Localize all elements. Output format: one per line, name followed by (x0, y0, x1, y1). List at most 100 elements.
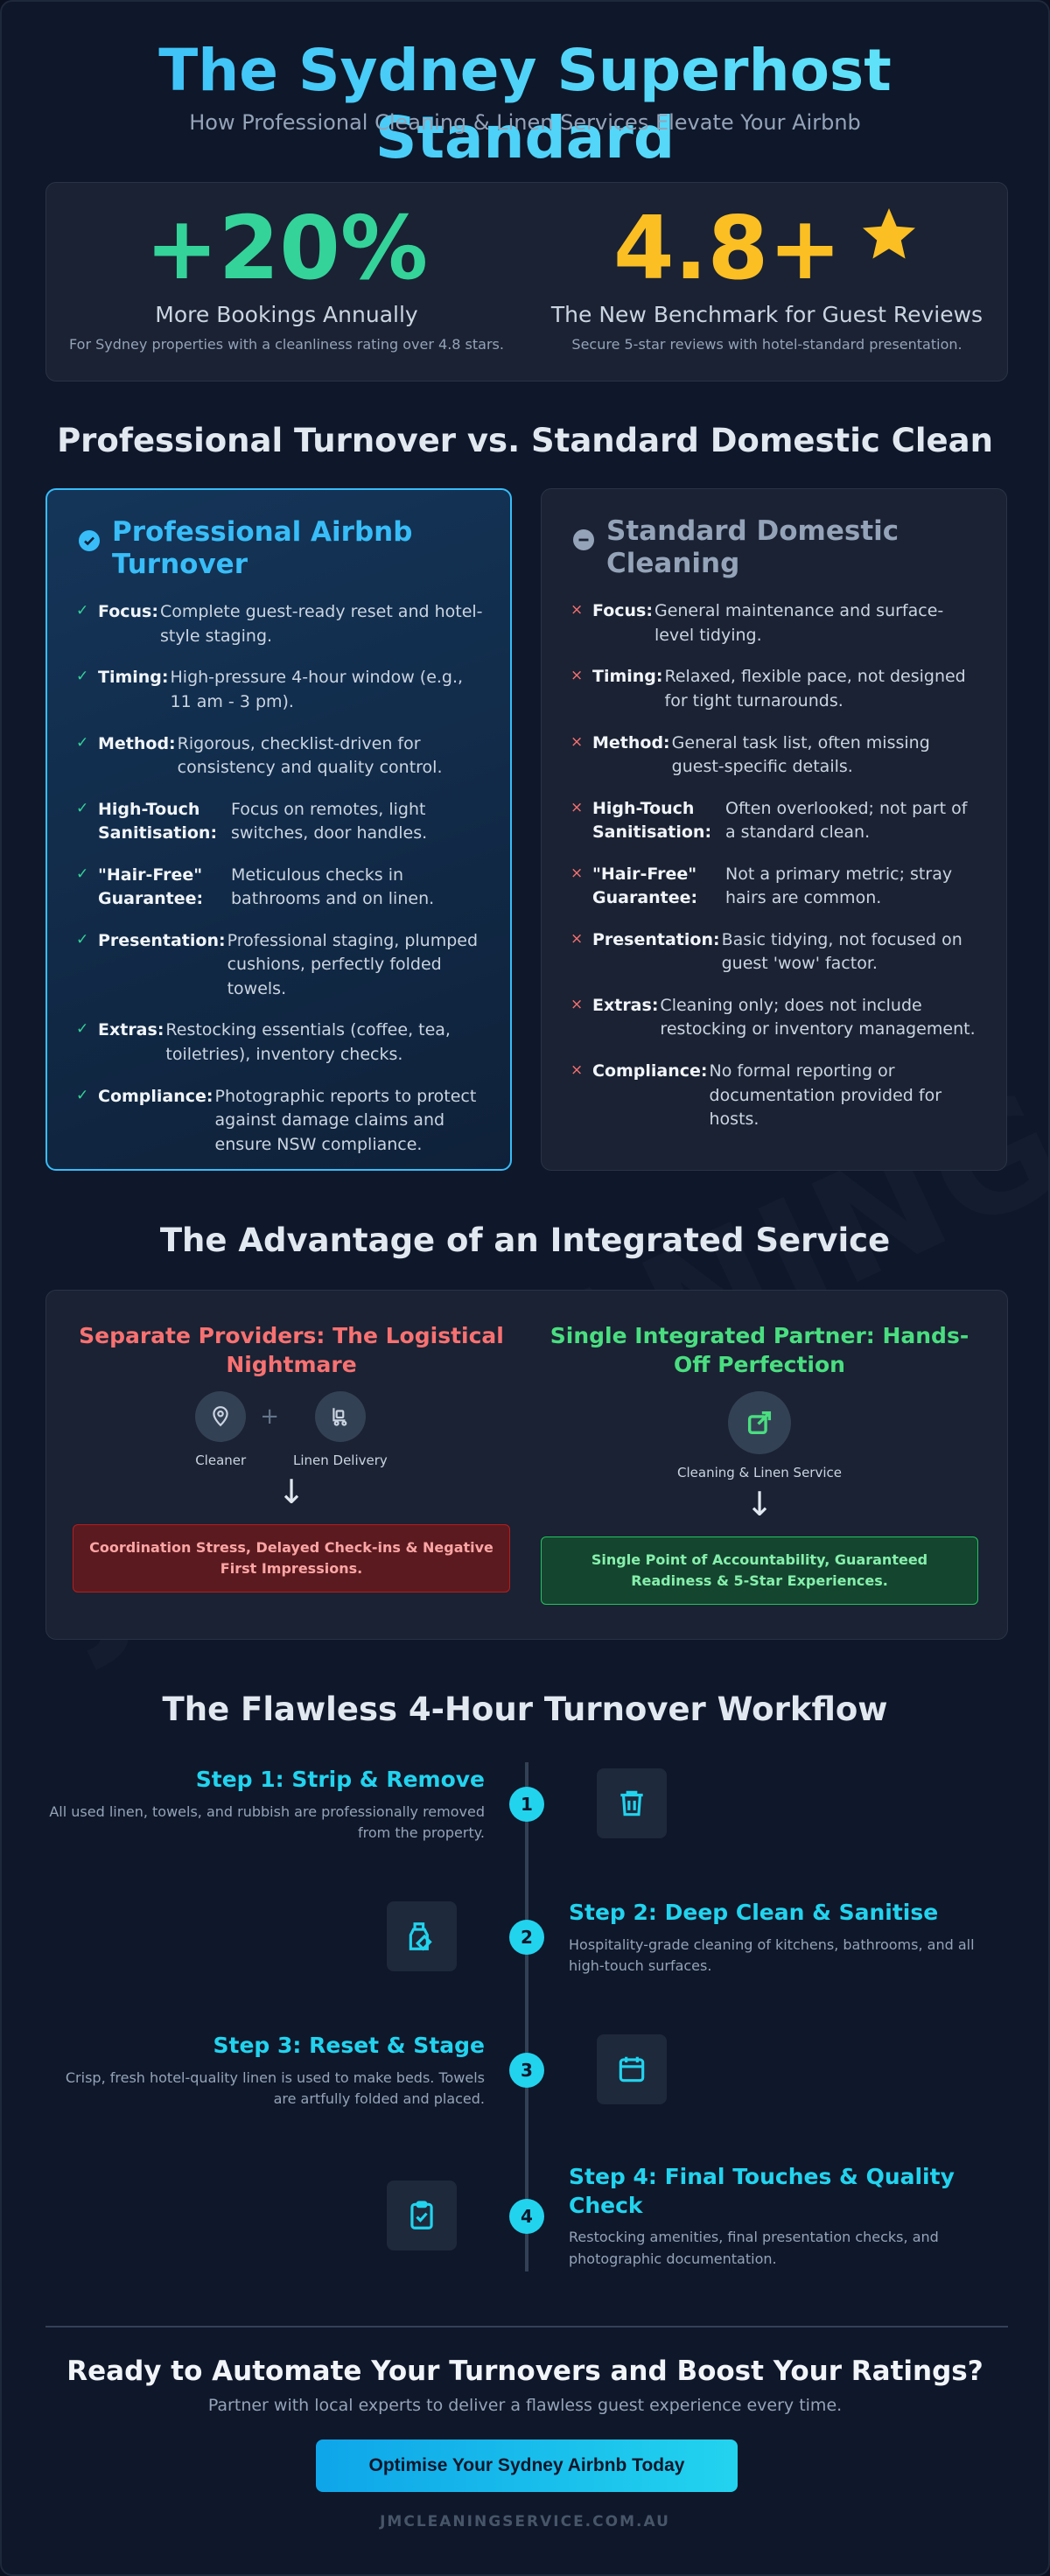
stat-value-row: 4.8+ (527, 200, 1007, 297)
comparison-row: × Timing:Relaxed, flexible pace, not desi… (568, 665, 980, 713)
check-icon: ✓ (76, 668, 89, 686)
step-title: Step 2: Deep Clean & Sanitise (569, 1900, 939, 1925)
row-key: "Hair-Free" Guarantee: (592, 864, 698, 908)
cta-title: Ready to Automate Your Turnovers and Boo… (66, 2356, 984, 2387)
provider-icons: Cleaner + Linen Delivery (73, 1391, 510, 1468)
trash-icon (597, 1768, 667, 1838)
step-number: 3 (509, 2053, 544, 2088)
comparison-row: ×Extras:Cleaning only; does not include … (568, 994, 980, 1042)
column-heading: Professional Airbnb Turnover (112, 516, 413, 581)
row-value: General task list, often missing guest-s… (671, 732, 930, 777)
map-pin-icon (195, 1391, 247, 1442)
cross-icon: × (570, 732, 584, 751)
comparison-row: ✓Compliance:Photographic reports to prot… (74, 1085, 484, 1158)
check-icon: ✓ (76, 864, 89, 883)
integrated-partner: Single Integrated Partner: Hands-Off Per… (541, 1322, 978, 1605)
row-key: Method: (98, 733, 176, 753)
comparison-row: ✓ Focus:Complete guest-ready reset and ho… (74, 600, 484, 648)
comparison-row: ×Presentation:Basic tidying, not focused… (568, 928, 980, 976)
cta-subtitle: Partner with local experts to deliver a … (207, 2396, 843, 2415)
stat-note: For Sydney properties with a cleanliness… (69, 336, 504, 353)
cross-icon: × (570, 798, 584, 816)
stat-value: 4.8+ (613, 197, 842, 299)
optimise-airbnb-button[interactable]: Optimise Your Sydney Airbnb Today (316, 2440, 738, 2492)
cross-icon: × (570, 864, 584, 882)
cross-icon: × (570, 929, 584, 948)
down-arrow-icon: ↓ (277, 1473, 305, 1511)
row-value: General maintenance and surface-level ti… (654, 601, 944, 645)
comparison-row: ✓Method:Rigorous, checklist-driven for c… (74, 732, 484, 780)
stats-panel: +20% More Bookings Annually For Sydney p… (46, 182, 1008, 382)
step-number: 4 (509, 2199, 544, 2234)
plus-sign: + (260, 1404, 279, 1430)
row-value: No formal reporting or documentation pro… (709, 1061, 942, 1130)
standard-column: Standard Domestic Cleaning ×Focus:Genera… (541, 488, 1007, 1171)
advantage-title: The Advantage of an Integrated Service (159, 1222, 891, 1259)
step-title: Step 1: Strip & Remove (195, 1767, 485, 1792)
cross-icon: × (570, 601, 584, 620)
standard-rows: × Focus:General maintenance and surface-l… (568, 599, 980, 1131)
stat-bookings: +20% More Bookings Annually For Sydney p… (46, 183, 527, 381)
separate-result: Coordination Stress, Delayed Check-ins &… (73, 1524, 510, 1592)
spray-bottle-icon (387, 1901, 457, 1971)
row-value: Photographic reports to protect against … (214, 1086, 477, 1154)
check-icon: ✓ (76, 602, 89, 620)
row-value: Professional staging, plumped cushions, … (227, 930, 479, 998)
row-value: Complete guest-ready reset and hotel-sty… (159, 602, 483, 646)
stat-label: More Bookings Annually (155, 302, 418, 327)
comparison-row: ✓Timing:High-pressure 4-hour window (e.g… (74, 666, 484, 714)
row-key: Timing: (592, 667, 663, 687)
comparison-row: ✓"Hair-Free" Guarantee:Meticulous checks… (74, 864, 484, 912)
step-1: Step 1: Strip & Remove All used linen, t… (47, 1766, 485, 1844)
comparison-row: ✓High-Touch Sanitisation:Focus on remote… (74, 798, 484, 846)
row-value: Rigorous, checklist-driven for consisten… (177, 733, 443, 778)
row-key: Timing: (98, 668, 169, 688)
check-icon: ✓ (76, 1020, 89, 1039)
advantage-panel: Separate Providers: The Logistical Night… (46, 1290, 1008, 1640)
check-icon: ✓ (76, 799, 89, 817)
comparison-row: ✓Presentation:Professional staging, plum… (74, 929, 484, 1002)
stat-reviews: 4.8+ The New Benchmark for Guest Reviews… (527, 183, 1007, 381)
stat-note: Secure 5-star reviews with hotel-standar… (571, 336, 962, 353)
row-key: Presentation: (98, 930, 226, 950)
row-value: Focus on remotes, light switches, door h… (231, 799, 428, 844)
step-description: Hospitality-grade cleaning of kitchens, … (569, 1936, 975, 1975)
step-description: Restocking amenities, final presentation… (569, 2229, 939, 2267)
row-key: Method: (592, 732, 670, 752)
comparison-row: × "Hair-Free" Guarantee: Not a primary met… (568, 863, 980, 911)
column-header: Professional Airbnb Turnover (74, 516, 484, 581)
cleaner-item: Cleaner (195, 1391, 247, 1468)
row-value: Meticulous checks in bathrooms and on li… (231, 864, 435, 909)
step-3: Step 3: Reset & Stage Crisp, fresh hotel… (47, 2032, 485, 2110)
separate-providers: Separate Providers: The Logistical Night… (73, 1322, 510, 1592)
clipboard-check-icon (387, 2180, 457, 2250)
row-key: High-Touch Sanitisation: (592, 798, 712, 843)
linen-item: Linen Delivery (293, 1391, 388, 1468)
calendar-icon (597, 2034, 667, 2104)
step-description: All used linen, towels, and rubbish are … (49, 1802, 485, 1842)
cross-icon: × (570, 995, 584, 1013)
professional-column: Professional Airbnb Turnover ✓ Focus:Comp… (46, 488, 512, 1171)
partner-icons: Cleaning & Linen Service (541, 1391, 978, 1480)
cleaner-label: Cleaner (195, 1452, 247, 1468)
step-number: 1 (509, 1787, 544, 1822)
row-value: Relaxed, flexible pace, not designed for… (664, 667, 966, 711)
stat-value: +20% (144, 197, 429, 299)
row-key: Compliance: (592, 1061, 708, 1082)
row-key: Focus: (98, 602, 158, 622)
comparison-row: × Focus:General maintenance and surface-l… (568, 599, 980, 648)
check-icon: ✓ (76, 1086, 89, 1104)
cross-icon: × (570, 667, 584, 685)
row-key: Presentation: (592, 929, 720, 949)
down-arrow-icon: ↓ (746, 1485, 774, 1523)
row-value: Restocking essentials (coffee, tea, toil… (165, 1020, 451, 1065)
comparison-row: ✓Extras:Restocking essentials (coffee, t… (74, 1018, 484, 1067)
separate-heading: Separate Providers: The Logistical Night… (79, 1323, 504, 1377)
page-title: The Sydney Superhost Standard (2, 37, 1048, 172)
professional-rows: ✓ Focus:Complete guest-ready reset and ho… (74, 600, 484, 1157)
minus-circle-icon (573, 529, 594, 550)
row-value: Not a primary metric; stray hairs are co… (725, 864, 953, 908)
row-key: Focus: (592, 601, 653, 621)
star-icon (862, 208, 915, 259)
